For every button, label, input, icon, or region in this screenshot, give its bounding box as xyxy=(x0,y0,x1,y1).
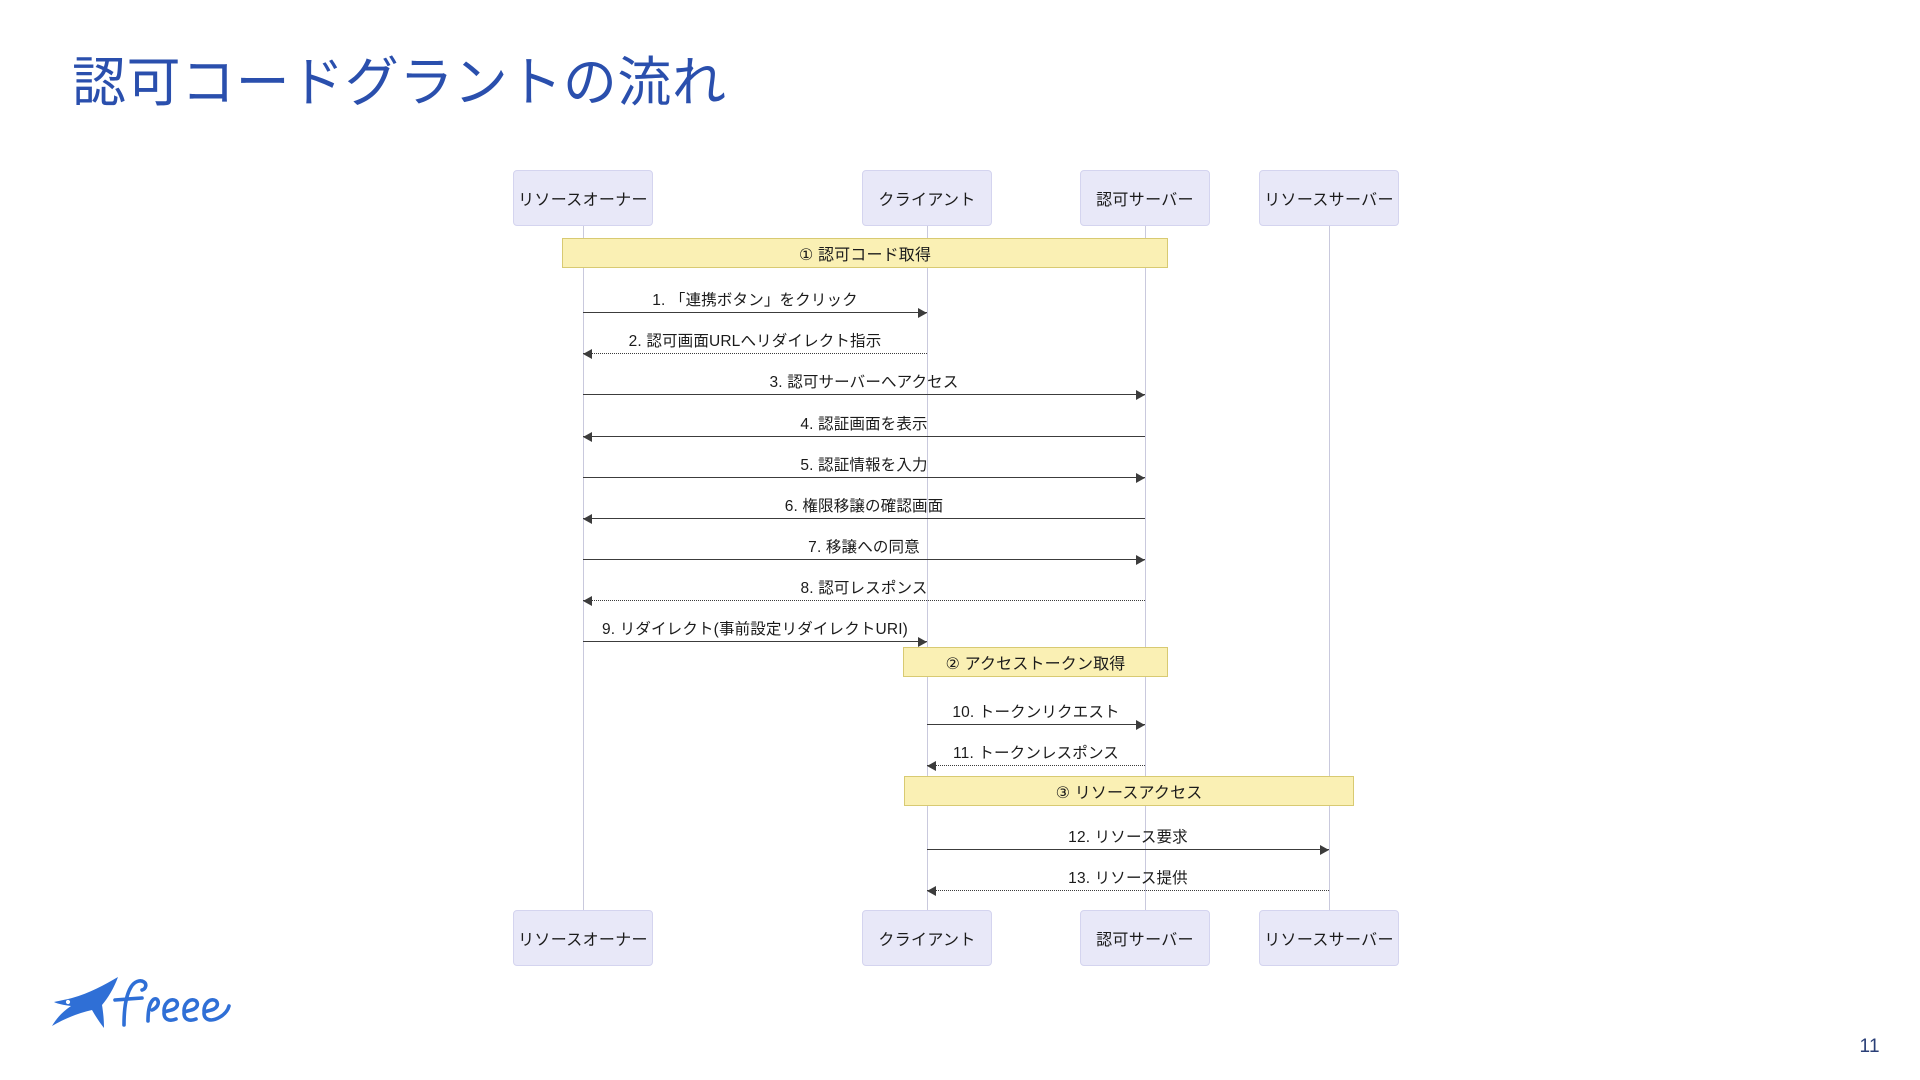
participant-header-authsv: 認可サーバー xyxy=(1080,170,1210,226)
page-number: 11 xyxy=(1859,1036,1880,1057)
message-arrowhead-9 xyxy=(918,636,927,647)
message-arrowhead-7 xyxy=(1136,554,1145,565)
participant-label: クライアント xyxy=(878,932,976,949)
message-arrowhead-2 xyxy=(583,348,592,359)
message-label-10: 10. トークンリクエスト xyxy=(952,704,1120,721)
participant-label: クライアント xyxy=(878,192,976,209)
message-line-10 xyxy=(927,724,1145,725)
message-line-4 xyxy=(583,436,1145,437)
message-line-12 xyxy=(927,849,1329,850)
message-arrowhead-13 xyxy=(927,885,936,896)
participant-footer-authsv: 認可サーバー xyxy=(1080,910,1210,966)
participant-header-ressv: リソースサーバー xyxy=(1259,170,1399,226)
section-band-3: ③ リソースアクセス xyxy=(904,776,1354,806)
page-title: 認可コードグラントの流れ xyxy=(72,53,727,113)
message-arrowhead-5 xyxy=(1136,472,1145,483)
section-band-label: ② アクセストークン取得 xyxy=(945,656,1126,673)
lifeline-client xyxy=(926,226,928,910)
section-band-label: ③ リソースアクセス xyxy=(1055,785,1203,802)
message-arrowhead-6 xyxy=(583,513,592,524)
participant-header-client: クライアント xyxy=(862,170,992,226)
lifeline-authsv xyxy=(1144,226,1146,910)
participant-label: リソースサーバー xyxy=(1264,192,1394,209)
participant-label: リソースオーナー xyxy=(518,932,648,949)
participant-label: 認可サーバー xyxy=(1096,192,1194,209)
message-label-8: 8. 認可レスポンス xyxy=(800,580,928,597)
message-arrowhead-10 xyxy=(1136,719,1145,730)
message-label-11: 11. トークンレスポンス xyxy=(953,745,1119,762)
message-arrowhead-12 xyxy=(1320,844,1329,855)
message-line-3 xyxy=(583,394,1145,395)
message-line-1 xyxy=(583,312,927,313)
message-label-6: 6. 権限移譲の確認画面 xyxy=(784,498,944,515)
participant-label: リソースオーナー xyxy=(518,192,648,209)
message-arrowhead-11 xyxy=(927,760,936,771)
participant-label: リソースサーバー xyxy=(1264,932,1394,949)
message-label-12: 12. リソース要求 xyxy=(1068,829,1188,846)
message-line-7 xyxy=(583,559,1145,560)
message-line-5 xyxy=(583,477,1145,478)
message-label-4: 4. 認証画面を表示 xyxy=(800,416,928,433)
lifeline-ressv xyxy=(1328,226,1330,910)
message-arrowhead-1 xyxy=(918,307,927,318)
message-label-5: 5. 認証情報を入力 xyxy=(800,457,928,474)
message-line-11 xyxy=(927,765,1145,766)
message-label-3: 3. 認可サーバーへアクセス xyxy=(769,374,959,391)
message-line-9 xyxy=(583,641,927,642)
message-arrowhead-4 xyxy=(583,431,592,442)
message-arrowhead-3 xyxy=(1136,389,1145,400)
message-label-9: 9. リダイレクト(事前設定リダイレクトURI) xyxy=(602,621,908,638)
message-line-6 xyxy=(583,518,1145,519)
participant-header-owner: リソースオーナー xyxy=(513,170,653,226)
message-label-13: 13. リソース提供 xyxy=(1068,870,1188,887)
message-line-2 xyxy=(583,353,927,354)
section-band-2: ② アクセストークン取得 xyxy=(903,647,1168,677)
participant-footer-client: クライアント xyxy=(862,910,992,966)
message-label-7: 7. 移譲への同意 xyxy=(808,539,920,556)
lifeline-owner xyxy=(582,226,584,910)
swallow-bird-icon xyxy=(52,977,118,1028)
participant-label: 認可サーバー xyxy=(1096,932,1194,949)
participant-footer-owner: リソースオーナー xyxy=(513,910,653,966)
message-line-13 xyxy=(927,890,1329,891)
message-line-8 xyxy=(583,600,1145,601)
message-label-1: 1. 「連携ボタン」をクリック xyxy=(652,292,858,309)
section-band-1: ① 認可コード取得 xyxy=(562,238,1168,268)
participant-footer-ressv: リソースサーバー xyxy=(1259,910,1399,966)
message-label-2: 2. 認可画面URLへリダイレクト指示 xyxy=(628,333,882,350)
message-arrowhead-8 xyxy=(583,595,592,606)
freee-logo xyxy=(52,965,252,1037)
section-band-label: ① 認可コード取得 xyxy=(798,247,932,264)
